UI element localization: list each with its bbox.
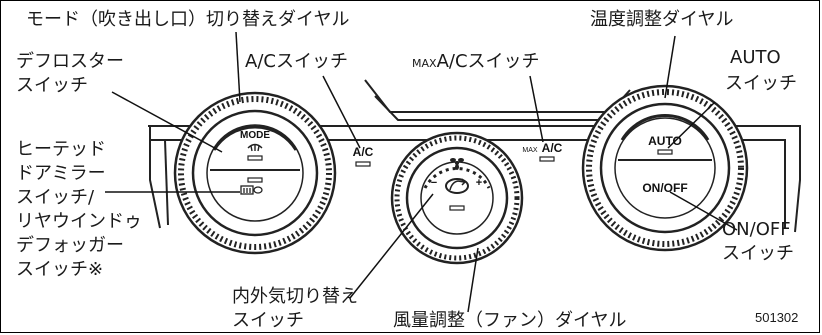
minus-text: − (431, 177, 437, 189)
plus-text: + (476, 177, 482, 189)
recirculation-icon (449, 178, 467, 191)
label-mode-dial: モード（吹き出し口）切り替えダイヤル (26, 9, 350, 30)
label-max-prefix: MAX (412, 57, 437, 70)
label-auto-line1: AUTO (730, 47, 781, 68)
label-temperature-dial: 温度調整ダイヤル (590, 9, 734, 30)
label-onoff-line2: スイッチ (722, 243, 794, 264)
heated-mirror-defogger-icon (240, 185, 263, 195)
temperature-dial[interactable] (581, 84, 749, 252)
mode-dial[interactable] (173, 91, 337, 255)
label-onoff-line1: ON/OFF (722, 219, 791, 240)
fan-dial[interactable] (390, 131, 524, 265)
fan-icon (450, 158, 464, 170)
figure-code: 501302 (755, 310, 799, 325)
defroster-icon (247, 143, 263, 152)
label-max-ac-text: A/Cスイッチ (436, 51, 540, 72)
max-ac-text: A/C (542, 141, 563, 155)
max-ac-indicator (539, 156, 555, 162)
label-heated-line5: デフォッガー (16, 235, 124, 256)
label-recirc-line1: 内外気切り替え (232, 286, 358, 307)
ac-indicator (355, 161, 371, 167)
auto-text: AUTO (648, 134, 682, 148)
label-max-ac-switch: MAXA/Cスイッチ (412, 50, 540, 76)
label-auto-line2: スイッチ (725, 73, 797, 94)
max-text: MAX (522, 147, 538, 154)
label-defroster-line2: スイッチ (16, 75, 88, 96)
mode-text: MODE (240, 130, 270, 141)
label-heated-line2: ドアミラー (16, 163, 106, 184)
label-ac-switch: A/Cスイッチ (245, 51, 348, 72)
label-fan-dial: 風量調整（ファン）ダイヤル (393, 310, 627, 331)
label-defroster-line1: デフロスター (16, 51, 124, 72)
label-heated-line4: リヤウインドゥ (16, 211, 142, 232)
leader-lines (105, 31, 738, 313)
label-heated-line1: ヒーテッド (16, 139, 106, 160)
ac-text: A/C (353, 145, 374, 159)
label-heated-line3: スイッチ/ (16, 187, 95, 208)
onoff-text: ON/OFF (642, 181, 687, 195)
label-heated-line6: スイッチ※ (16, 259, 104, 280)
label-recirc-line2: スイッチ (232, 310, 304, 331)
